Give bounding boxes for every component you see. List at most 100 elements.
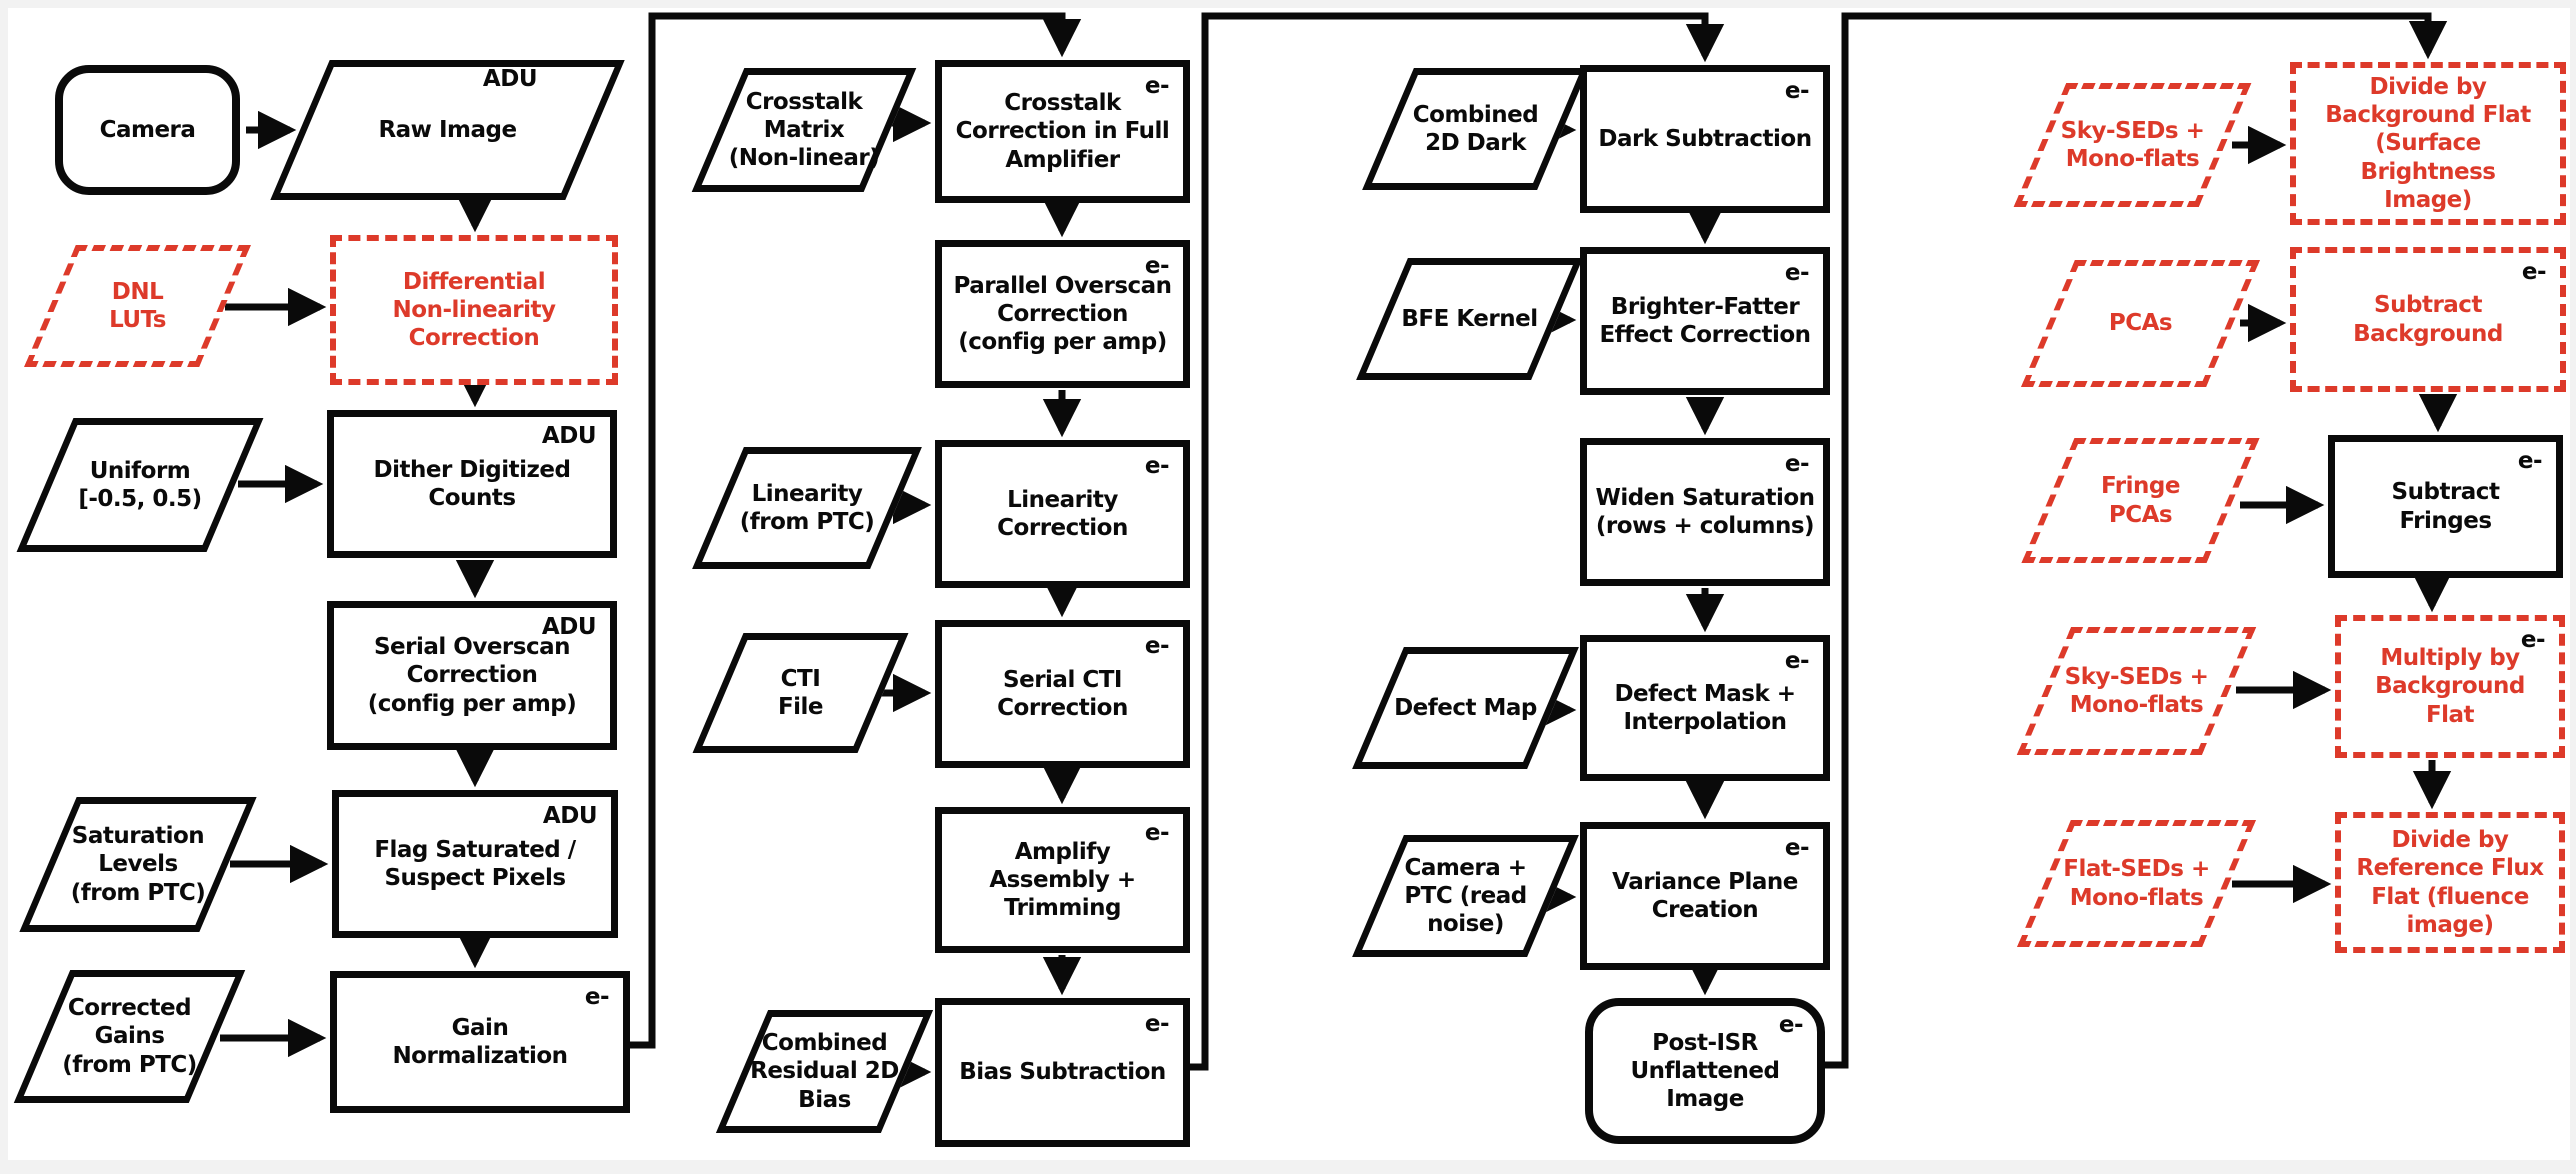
unit-badge: e-	[584, 984, 610, 1010]
node-defect-map: Defect Map	[1352, 647, 1579, 769]
node-label: Flat-SEDs + Mono-flats	[2063, 856, 2210, 911]
node-label: Defect Map	[1394, 694, 1537, 721]
node-label: Brighter-Fatter Effect Correction	[1599, 293, 1811, 348]
node-label: Combined 2D Dark	[1412, 101, 1539, 156]
node-label: Fringe PCAs	[2101, 473, 2180, 528]
node-camera: Camera	[55, 65, 240, 195]
unit-badge: e-	[1784, 451, 1810, 477]
node-bfe-kernel: BFE Kernel	[1356, 258, 1583, 380]
node-label: Linearity Correction	[997, 486, 1128, 541]
unit-badge: e-	[1144, 820, 1170, 846]
node-label: Divide by Background Flat (Surface Brigh…	[2325, 74, 2531, 213]
node-flag-saturated-suspect-pixels: ADU Flag Saturated / Suspect Pixels	[332, 790, 618, 938]
node-label: Crosstalk Correction in Full Amplifier	[955, 90, 1170, 173]
node-label: Raw Image	[378, 116, 517, 143]
node-label: Widen Saturation (rows + columns)	[1595, 484, 1815, 539]
node-subtract-fringes: e- Subtract Fringes	[2328, 435, 2563, 578]
node-label: Flag Saturated / Suspect Pixels	[374, 836, 576, 891]
node-combined-residual-2d-bias: Combined Residual 2D Bias	[715, 1010, 934, 1133]
node-label: Variance Plane Creation	[1612, 868, 1798, 923]
node-sky-seds-mono-flats-1: Sky-SEDs + Mono-flats	[2013, 83, 2252, 207]
node-label: BFE Kernel	[1401, 305, 1538, 332]
unit-badge: e-	[1778, 1012, 1804, 1038]
unit-badge: e-	[1144, 73, 1170, 99]
unit-badge: ADU	[541, 614, 597, 640]
node-differential-nonlinearity-correction: Differential Non-linearity Correction	[330, 235, 618, 385]
unit-badge: e-	[1784, 260, 1810, 286]
unit-badge: e-	[1144, 253, 1170, 279]
node-uniform-dither-input: Uniform [-0.5, 0.5)	[16, 418, 264, 552]
node-crosstalk-correction: e-Crosstalk Correction in Full Amplifier	[935, 60, 1190, 203]
connector-postisr-to-dividebg	[1825, 12, 2448, 1069]
node-dark-subtraction: e- Dark Subtraction	[1580, 65, 1830, 213]
node-serial-cti-correction: e-Serial CTI Correction	[935, 620, 1190, 768]
node-label: Defect Mask + Interpolation	[1614, 680, 1796, 735]
unit-badge: e-	[1784, 835, 1810, 861]
node-gain-normalization: e- Gain Normalization	[330, 971, 630, 1113]
node-variance-plane-creation: e- Variance Plane Creation	[1580, 822, 1830, 970]
node-raw-image: ADU Raw Image	[270, 60, 625, 200]
node-label: Divide by Reference Flux Flat (fluence i…	[2356, 827, 2544, 938]
unit-badge: ADU	[542, 803, 598, 829]
node-defect-mask-interpolation: e- Defect Mask + Interpolation	[1580, 635, 1830, 781]
unit-badge: e-	[1784, 78, 1810, 104]
connector-bias-to-dark	[1190, 12, 1725, 1071]
node-label: Differential Non-linearity Correction	[392, 268, 556, 352]
node-label: Bias Subtraction	[959, 1059, 1166, 1086]
node-fringe-pcas: Fringe PCAs	[2021, 438, 2260, 563]
node-label: Subtract Background	[2353, 292, 2503, 347]
node-subtract-background: e- Subtract Background	[2290, 247, 2566, 392]
node-multiply-by-background-flat: e-Multiply by Background Flat	[2335, 615, 2565, 758]
node-label: Parallel Overscan Correction (config per…	[953, 272, 1172, 356]
node-combined-2d-dark: Combined 2D Dark	[1362, 68, 1589, 190]
node-pcas: PCAs	[2021, 260, 2260, 387]
node-linearity-correction: e- Linearity Correction	[935, 440, 1190, 588]
node-cti-file: CTI File	[692, 633, 909, 753]
node-label: DNL LUTs	[109, 278, 166, 333]
unit-badge: e-	[1144, 1011, 1170, 1037]
node-dnl-luts: DNL LUTs	[24, 245, 251, 367]
node-sky-seds-mono-flats-2: Sky-SEDs + Mono-flats	[2016, 627, 2257, 755]
node-label: Dark Subtraction	[1598, 125, 1812, 152]
node-label: Corrected Gains (from PTC)	[62, 995, 197, 1078]
node-label: Camera + PTC (read noise)	[1404, 854, 1527, 938]
node-label: Combined Residual 2D Bias	[750, 1030, 899, 1113]
column4-arrows	[2232, 125, 2458, 904]
node-divide-by-reference-flux-flat: Divide by Reference Flux Flat (fluence i…	[2335, 812, 2565, 953]
node-linearity-from-ptc: Linearity (from PTC)	[692, 447, 922, 569]
unit-badge: e-	[1144, 633, 1170, 659]
node-label: PCAs	[2108, 310, 2173, 337]
node-label: Camera	[99, 116, 196, 143]
node-amplify-assembly-trimming: e- Amplify Assembly + Trimming	[935, 807, 1190, 953]
node-label: Sky-SEDs + Mono-flats	[2060, 117, 2205, 172]
column1-arrows	[220, 12, 1082, 1058]
unit-badge: e-	[1784, 648, 1810, 674]
unit-badge: ADU	[482, 66, 538, 92]
node-widen-saturation: e- Widen Saturation (rows + columns)	[1580, 438, 1830, 586]
connector-gain-to-crosstalk	[630, 12, 1082, 1049]
node-camera-ptc-read-noise: Camera + PTC (read noise)	[1352, 835, 1579, 957]
node-label: Crosstalk Matrix (Non-linear)	[728, 88, 880, 172]
node-label: Post-ISR Unflattened Image	[1630, 1029, 1781, 1113]
unit-badge: e-	[2521, 259, 2547, 285]
unit-badge: e-	[2520, 627, 2546, 653]
node-bias-subtraction: e- Bias Subtraction	[935, 998, 1190, 1147]
node-corrected-gains: Corrected Gains (from PTC)	[13, 970, 246, 1103]
node-flat-seds-mono-flats: Flat-SEDs + Mono-flats	[2017, 820, 2256, 947]
node-crosstalk-matrix: Crosstalk Matrix (Non-linear)	[691, 68, 917, 192]
node-brighter-fatter-correction: e- Brighter-Fatter Effect Correction	[1580, 247, 1830, 395]
node-label: CTI File	[777, 665, 824, 720]
node-label: Sky-SEDs + Mono-flats	[2064, 663, 2209, 718]
node-label: Uniform [-0.5, 0.5)	[78, 457, 202, 512]
node-label: Serial Overscan Correction (config per a…	[367, 634, 577, 717]
unit-badge: e-	[1144, 453, 1170, 479]
node-label: Multiply by Background Flat	[2375, 645, 2525, 728]
unit-badge: e-	[2517, 448, 2543, 474]
node-label: Subtract Fringes	[2391, 479, 2500, 534]
node-label: Gain Normalization	[392, 1014, 568, 1069]
node-divide-by-background-flat: Divide by Background Flat (Surface Brigh…	[2290, 62, 2566, 225]
node-parallel-overscan-correction: e-Parallel Overscan Correction (config p…	[935, 240, 1190, 388]
node-label: Amplify Assembly + Trimming	[989, 838, 1136, 922]
